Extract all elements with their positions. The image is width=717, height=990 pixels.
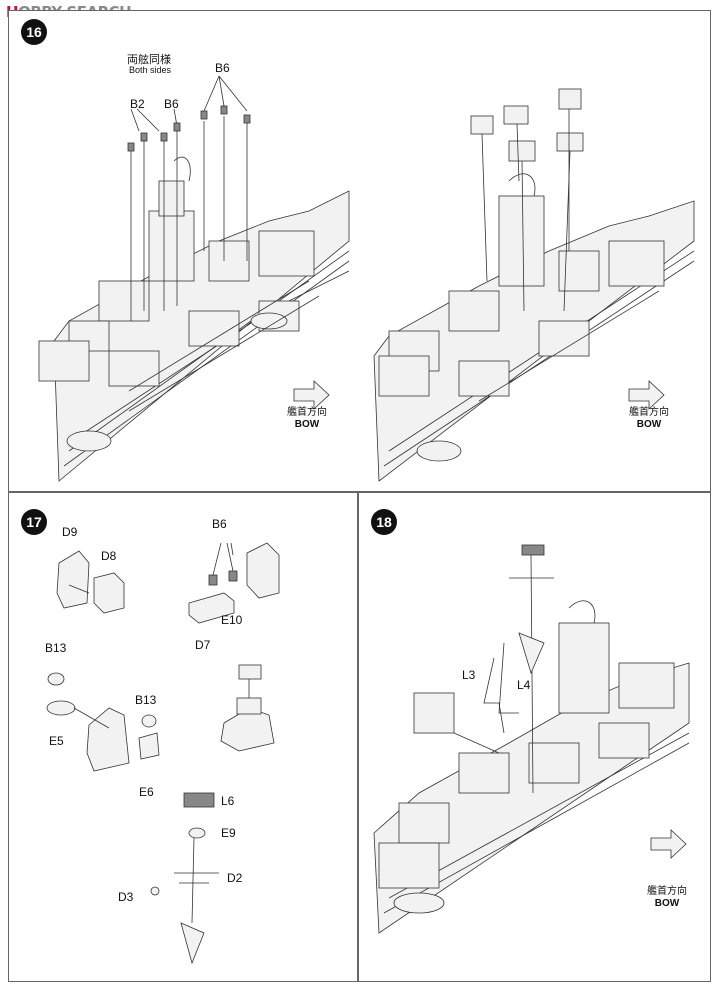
step-16-panel: 16 両舷同様 Both sides B6 B2 B6 艦首方向 BOW 艦首方… [8,10,711,492]
part-label-b2: B2 [130,97,145,111]
step-number-16: 16 [21,19,47,45]
part-d7-e10-assembly [188,542,280,624]
part-label-l4: L4 [517,678,531,692]
both-sides-label-cn: 両舷同様 [127,54,171,66]
step-number-17: 17 [21,509,47,535]
ship-superstructure-right [373,173,695,482]
both-sides-label-en: Both sides [129,65,172,75]
mast-assembly [150,792,219,965]
step-number-18: 18 [371,509,397,535]
bow-arrow [650,829,687,859]
part-label-b6-top: B6 [215,61,230,75]
part-label-e5: E5 [49,734,64,748]
part-label-d3: D3 [118,890,134,904]
gun-director-assembly [220,664,275,752]
part-label-d9: D9 [62,525,78,539]
radar-parts-right [470,88,584,312]
part-label-d7: D7 [195,638,211,652]
step-16-illustration [38,75,695,482]
part-label-d8: D8 [101,549,117,563]
ship-hull-step-18 [373,600,690,934]
mast-installation [413,544,554,794]
bow-arrow-right [628,380,665,410]
part-label-b6-left: B6 [164,97,179,111]
bow-label-left: 艦首方向 BOW [287,407,327,430]
bow-label-right: 艦首方向 BOW [629,407,669,430]
step-17-illustration [46,542,280,965]
antenna-lines-left [127,75,251,321]
part-d9-d8-assembly [56,550,125,614]
part-label-d2: D2 [227,871,243,885]
part-label-b6: B6 [212,517,227,531]
ship-superstructure-left [38,156,350,482]
part-label-l3: L3 [462,668,476,682]
part-label-l6: L6 [221,794,235,808]
part-label-b13-a: B13 [45,641,67,655]
part-label-e10: E10 [221,613,243,627]
part-label-e9: E9 [221,826,236,840]
step-18-illustration [373,544,690,934]
part-label-b13-b: B13 [135,693,157,707]
step-18-panel: 18 L3 L4 艦首方向 BOW [358,492,711,982]
step-17-panel: 17 D9 D8 B6 E10 D7 B13 E5 B13 E6 L6 E9 D… [8,492,358,982]
part-label-e6: E6 [139,785,154,799]
bow-arrow-left [293,380,330,410]
bow-label: 艦首方向 BOW [647,886,687,909]
part-e5-e6-assembly [46,672,160,772]
